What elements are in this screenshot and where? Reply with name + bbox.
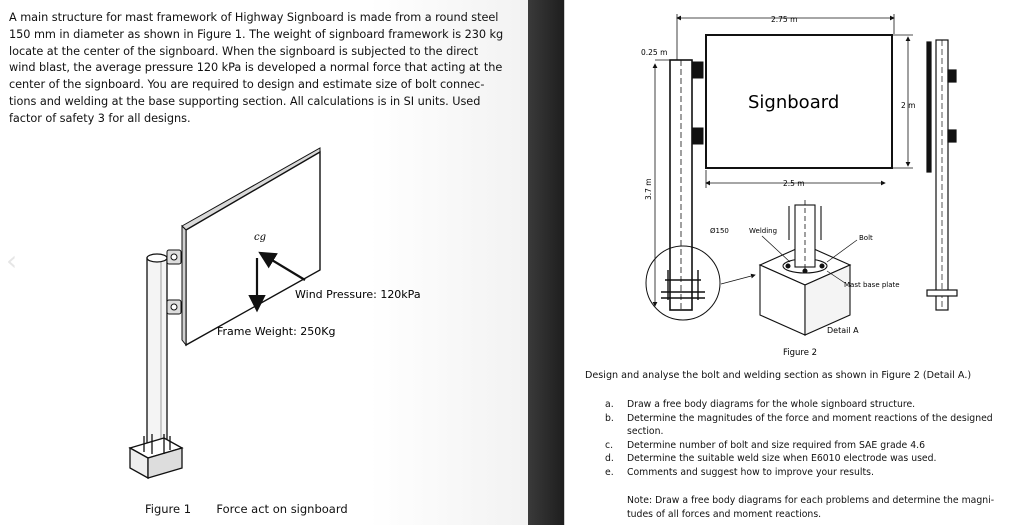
wind-pressure-label: Wind Pressure: 120kPa [295,288,421,301]
task-item: c. Determine number of bolt and size req… [605,439,1015,453]
signboard-label: Signboard [748,92,839,113]
task-text: Determine the magnitudes of the force an… [627,412,993,438]
figure-2-drawing: 2.75 m 0.25 m Signboard 2 m 2.5 m [641,14,958,358]
task-item: a. Draw a free body diagrams for the who… [605,398,1015,412]
page-divider [528,0,564,525]
intro-line: A main structure for mast framework of H… [9,11,499,24]
figure-1-caption: Figure 1 Force act on signboard [145,502,348,516]
task-item: e. Comments and suggest how to improve y… [605,466,1015,480]
dim-width-bottom: 2.5 m [783,179,805,188]
figure-1-title: Force act on signboard [216,502,348,516]
figure-1-drawing: cg Wind Pressure: 120kPa Frame Weight: 2… [128,147,421,480]
task-marker: e. [605,466,614,478]
task-text: Determine the suitable weld size when E6… [627,453,937,465]
intro-line: locate at the center of the signboard. W… [9,44,479,58]
detail-circle [645,245,721,321]
intro-line: wind blast, the average pressure 120 kPa… [9,61,503,75]
task-text: Draw a free body diagrams for the whole … [627,399,916,410]
left-page: A main structure for mast framework of H… [0,0,528,525]
dim-offset-top: 0.25 m [641,48,667,57]
task-intro: Design and analyse the bolt and welding … [585,370,972,381]
intro-line: factor of safety 3 for all designs. [9,111,191,125]
figure-1-number: Figure 1 [145,502,192,516]
note-text: Note: Draw a free body diagrams for each… [627,495,995,520]
bolt-label: Bolt [859,234,873,242]
intro-line: tions and welding at the base supporting… [9,94,481,108]
dim-height-right: 2 m [901,101,915,110]
mast-front [669,59,704,311]
mounting-brackets [166,249,182,315]
task-marker: d. [605,453,614,465]
base-block [128,434,184,480]
diameter-label: Ø150 [710,227,729,235]
intro-line: 150 mm in diameter as shown in Figure 1.… [9,27,504,41]
task-text: Comments and suggest how to improve your… [627,466,874,478]
mast-pole [146,253,168,449]
previous-page-arrow-icon[interactable]: ‹ [6,244,18,277]
task-marker: b. [605,412,614,424]
task-text: Determine number of bolt and size requir… [627,439,926,451]
frame-weight-label: Frame Weight: 250Kg [217,325,336,338]
cg-label: cg [254,232,266,243]
force-arrows [248,251,306,313]
dim-mast-height: 3.7 m [644,178,653,200]
detail-a [758,200,852,336]
task-marker: c. [605,439,614,451]
detail-a-label: Detail A [827,326,859,335]
base-plate-label: Mast base plate [844,281,900,289]
task-item: b. Determine the magnitudes of the force… [605,412,1015,439]
task-item: d. Determine the suitable weld size when… [605,452,1015,466]
welding-label: Welding [749,227,777,235]
right-page: 2.75 m 0.25 m Signboard 2 m 2.5 m [564,0,1024,525]
dim-width-top: 2.75 m [771,15,797,24]
task-marker: a. [605,399,614,410]
mast-side [926,39,958,311]
problem-statement: A main structure for mast framework of H… [9,10,509,128]
signboard-panel [181,147,321,347]
signboard-front [705,34,893,169]
task-list: a. Draw a free body diagrams for the who… [605,398,1015,480]
intro-line: center of the signboard. You are require… [9,78,485,92]
figure-2-caption: Figure 2 [783,348,817,358]
